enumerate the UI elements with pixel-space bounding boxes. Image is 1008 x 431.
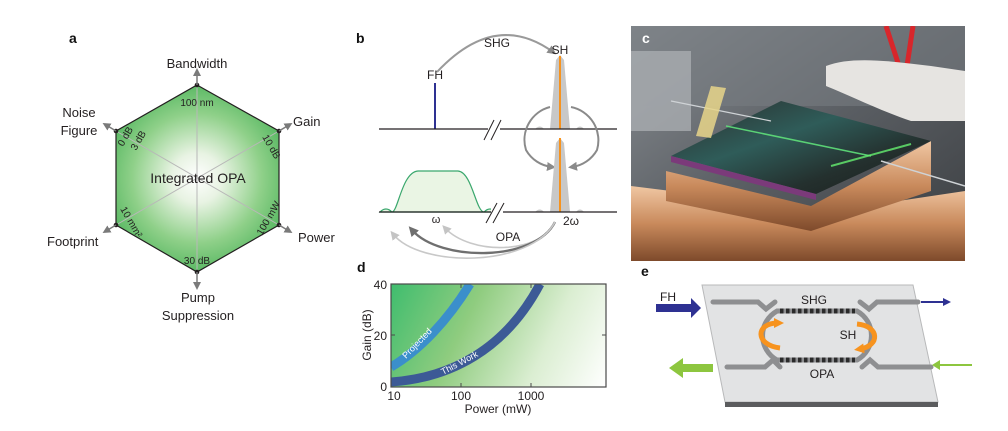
omega-label: ω: [432, 214, 441, 226]
curve-this-work: [391, 284, 544, 387]
signal-input-arrowhead: [932, 360, 940, 370]
signal-spectrum: [378, 170, 498, 213]
radar-spokes: [115, 85, 280, 272]
opa-label: OPA: [496, 230, 520, 244]
curve-projected: [391, 284, 474, 371]
panel-label-c: c: [642, 30, 650, 46]
axis-label-gain: Gain: [293, 114, 320, 129]
axis-break-top-2: [490, 119, 502, 141]
panel-label-a: a: [69, 30, 77, 46]
sh-label: SH: [840, 328, 857, 342]
ytick-40: 40: [374, 278, 388, 292]
y-axis-label: Gain (dB): [360, 309, 374, 360]
center-label: Integrated OPA: [150, 170, 246, 186]
tick-bandwidth: 100 nm: [180, 98, 213, 109]
xtick-10: 10: [387, 389, 401, 403]
chip-edge: [725, 402, 938, 407]
panel-label-e: e: [641, 263, 649, 279]
bus-waveguides: [710, 299, 934, 370]
ytick-0: 0: [380, 380, 387, 394]
panel-label-d: d: [357, 259, 366, 275]
cycle-arrow-left: [523, 106, 556, 171]
ytick-20: 20: [374, 329, 388, 343]
axis-break-bottom-2: [492, 202, 505, 224]
axis-label-figure: Figure: [61, 123, 98, 138]
axis-break-gap-top: [488, 118, 500, 140]
fh-output-arrowhead: [943, 298, 951, 306]
xtick-1000: 1000: [518, 389, 545, 403]
fh-label: FH: [660, 290, 676, 304]
axis-break-gap-bottom: [491, 200, 503, 224]
axis-label-bandwidth: Bandwidth: [167, 56, 228, 71]
sh-label: SH: [552, 43, 569, 57]
axis-break-top-1: [483, 119, 495, 141]
opa-label: OPA: [810, 367, 834, 381]
fh-label: FH: [427, 68, 443, 82]
axis-break-bottom-1: [485, 202, 498, 224]
sh-circulation-right: [854, 321, 878, 354]
fh-input-arrow: [656, 298, 701, 318]
sh-circulation-left: [758, 318, 784, 351]
chip-photo-illustration: [631, 26, 965, 261]
axis-label-pump: Pump: [181, 290, 215, 305]
axis-ticks: [391, 284, 606, 387]
x-axis-label: Power (mW): [465, 402, 532, 416]
panel-c-photo: c: [631, 26, 965, 261]
axis-label-footprint: Footprint: [47, 234, 99, 249]
shg-label: SHG: [801, 293, 827, 307]
axis-label-noise: Noise: [62, 105, 95, 120]
panel-label-b: b: [356, 30, 365, 46]
shg-label: SHG: [484, 36, 510, 50]
axis-arrows: [102, 68, 293, 290]
two-omega-label: 2ω: [563, 214, 579, 228]
axis-label-suppression: Suppression: [162, 308, 234, 323]
tick-pump: 30 dB: [184, 256, 210, 267]
xtick-100: 100: [451, 389, 471, 403]
axis-label-power: Power: [298, 230, 336, 245]
cycle-arrow-right: [568, 106, 600, 171]
opa-arrow-light-outer: [390, 221, 556, 259]
shg-arc-arrow: [436, 34, 557, 73]
signal-output-arrow: [669, 358, 713, 378]
